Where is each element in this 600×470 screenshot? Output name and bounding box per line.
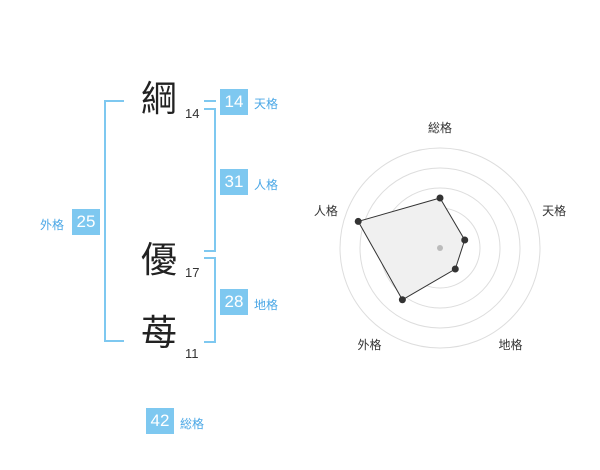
radar-axis-label-1: 天格 [542,203,566,218]
tenkaku-label: 天格 [254,97,279,111]
name-char-2: 優 [141,240,178,281]
chikaku-label: 地格 [254,298,279,312]
radar-center-dot [437,245,443,251]
soukaku-box: 42 [146,408,174,434]
stroke-count-1: 14 [185,106,200,121]
name-char-1: 綱 [141,79,178,120]
radar-points [354,194,469,304]
jinkaku-label: 人格 [254,178,279,192]
gaikaku-box: 25 [72,209,100,235]
gaikaku-label: 外格 [40,218,65,232]
radar-axis-label-0: 総格 [428,120,452,135]
soukaku-label: 総格 [180,417,205,431]
chikaku-bracket [204,257,216,343]
tenkaku-box: 14 [220,89,248,115]
radar-axis-label-2: 地格 [499,337,523,352]
stroke-count-2: 17 [185,265,200,280]
jinkaku-box: 31 [220,169,248,195]
stroke-count-3: 11 [185,346,199,361]
radar-ring-4 [359,167,521,329]
chikaku-box: 28 [220,289,248,315]
radar-axis-label-3: 外格 [357,337,381,352]
tenkaku-bracket [204,100,216,102]
outer-bracket [104,100,124,342]
radar-point-4 [354,217,362,225]
radar-point-1 [461,236,469,244]
radar-axis-label-4: 人格 [314,203,338,218]
radar-point-0 [436,194,444,202]
radar-point-3 [398,296,406,304]
name-char-3: 苺 [141,313,178,354]
radar-point-2 [451,265,459,273]
jinkaku-bracket [204,108,216,252]
radar-polygon [357,197,466,301]
radar-ring-5 [339,147,541,349]
